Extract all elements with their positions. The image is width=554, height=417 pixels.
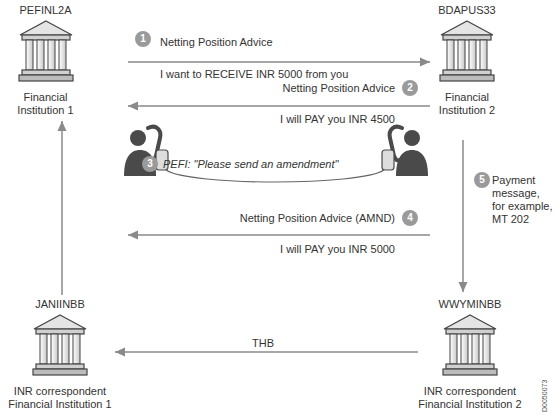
arrow-head [115, 348, 125, 357]
institution-name: Financial Institution 2 [432, 91, 502, 117]
arrow-line [115, 351, 418, 353]
bank-node: WWYMINBB INR correspondent Financial Inst… [410, 298, 530, 411]
institution-name: INR correspondent Financial Institution … [0, 385, 120, 411]
edge-label: THB [252, 337, 274, 350]
figure-id: D0050073 [541, 380, 549, 412]
arrow-head [128, 231, 138, 240]
bic-code: BDAPUS33 [438, 4, 495, 17]
arrow-head [128, 102, 138, 111]
bank-icon-holder [32, 313, 88, 377]
institution-name: INR correspondent Financial Institution … [410, 385, 530, 411]
bank-icon [439, 19, 495, 83]
edge-label: Netting Position Advice [200, 82, 395, 95]
message-text: I want to RECEIVE INR 5000 from you [160, 68, 348, 81]
edge-label: Netting Position Advice [160, 36, 273, 49]
bic-code: JANIINBB [35, 298, 85, 311]
arrow-line [462, 140, 464, 292]
bank-icon [18, 19, 74, 83]
bank-icon [32, 313, 88, 377]
message-arrow [459, 140, 468, 292]
callout-number: 1 [135, 31, 151, 47]
arrow-line [128, 105, 430, 107]
message-arrow [128, 231, 430, 240]
edge-label: Netting Position Advice (AMND) [180, 212, 395, 225]
arrow-head [58, 121, 67, 131]
callout-number: 5 [474, 172, 490, 188]
bank-node: JANIINBB INR correspondent Financial Inst… [0, 298, 120, 411]
arrow-head [420, 58, 430, 67]
message-text: I will PAY you INR 4500 [200, 113, 395, 126]
phone-call-illustration [124, 127, 428, 182]
callout-number: 4 [402, 210, 418, 226]
arrow-head [459, 282, 468, 292]
message-arrow [58, 121, 67, 295]
bic-code: PEFINL2A [20, 4, 72, 17]
bank-icon [442, 313, 498, 377]
bank-icon-holder [442, 313, 498, 377]
bank-icon-holder [18, 19, 74, 83]
message-arrow [128, 102, 430, 111]
institution-name: Financial Institution 1 [8, 91, 83, 117]
bic-code: WWYMINBB [439, 298, 502, 311]
message-text: PEFI: "Please send an amendment" [163, 158, 338, 171]
arrow-line [128, 234, 430, 236]
bank-node: BDAPUS33Financial Institution 2 [432, 4, 502, 117]
arrow-line [61, 121, 63, 295]
edge-label: Payment message, for example, MT 202 [492, 174, 554, 226]
arrow-line [128, 61, 430, 63]
bank-node: PEFINL2A Financial Institution 1 [8, 4, 83, 117]
bank-icon-holder [439, 19, 495, 83]
message-text: I will PAY you INR 5000 [200, 243, 395, 256]
message-arrow [128, 58, 430, 67]
callout-number: 3 [142, 156, 158, 172]
callout-number: 2 [402, 80, 418, 96]
